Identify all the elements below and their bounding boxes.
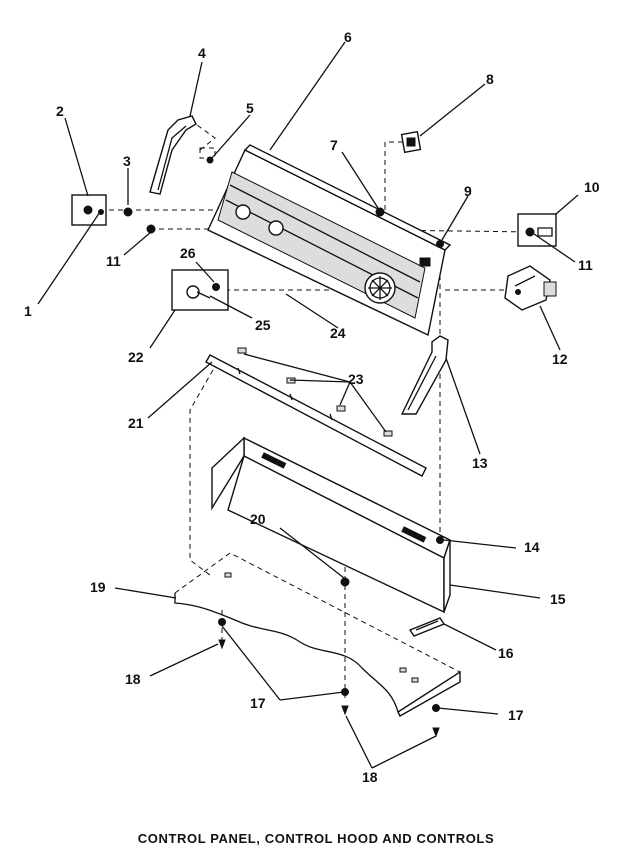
callout-7: 7 [330, 137, 338, 153]
callout-2: 2 [56, 103, 64, 119]
screw-9 [436, 240, 444, 248]
callout-24: 24 [330, 325, 346, 341]
leader-lines [37, 41, 579, 769]
left-end-cap [149, 115, 197, 195]
fasteners [218, 618, 440, 738]
screw-7 [375, 207, 385, 217]
callout-11-left: 11 [106, 253, 121, 269]
callout-3: 3 [123, 153, 131, 169]
callout-1: 1 [24, 303, 32, 319]
nut-11-left [146, 224, 156, 234]
callout-6: 6 [344, 29, 352, 45]
nut-3 [123, 207, 133, 217]
callout-13: 13 [472, 455, 488, 471]
right-end-cap [400, 335, 449, 415]
control-hood [211, 436, 451, 614]
left-switch-bracket [71, 194, 107, 226]
callout-17-right: 17 [508, 707, 524, 723]
callout-26: 26 [180, 245, 196, 261]
callout-16: 16 [498, 645, 514, 661]
callout-22: 22 [128, 349, 144, 365]
timer-motor [504, 265, 557, 311]
callout-19: 19 [90, 579, 106, 595]
screw-14 [436, 536, 444, 544]
knob-8 [400, 130, 422, 154]
callout-4: 4 [198, 45, 206, 61]
hood-clip-16 [408, 617, 446, 637]
callout-20: 20 [250, 511, 266, 527]
callout-11-right: 11 [578, 257, 593, 273]
callout-25: 25 [255, 317, 271, 333]
callout-8: 8 [486, 71, 494, 87]
callout-23: 23 [348, 371, 364, 387]
callout-labels: 1 2 3 4 5 6 7 8 9 10 11 11 12 13 14 15 1… [24, 29, 600, 785]
figure-caption: CONTROL PANEL, CONTROL HOOD AND CONTROLS [138, 831, 494, 846]
callout-17-mid: 17 [250, 695, 266, 711]
callout-10: 10 [584, 179, 600, 195]
callout-15: 15 [550, 591, 566, 607]
callout-9: 9 [464, 183, 472, 199]
callout-14: 14 [524, 539, 540, 555]
selector-switch-bracket [171, 269, 229, 311]
callout-21: 21 [128, 415, 144, 431]
callout-18-left: 18 [125, 671, 141, 687]
callout-18-bottom: 18 [362, 769, 378, 785]
clip-20 [340, 577, 350, 587]
right-switch-bracket [517, 213, 557, 247]
callout-12: 12 [552, 351, 568, 367]
clip-5 [199, 147, 216, 164]
callout-5: 5 [246, 100, 254, 116]
cabinet-top [174, 552, 461, 717]
control-panel [207, 144, 452, 337]
